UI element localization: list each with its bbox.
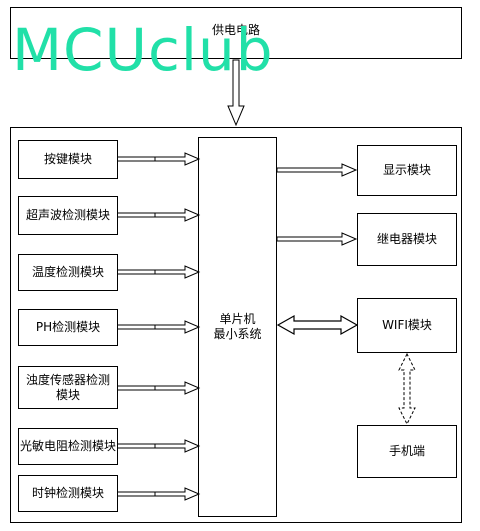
ph-arrow <box>154 320 200 334</box>
mcu-wifi-arrow <box>276 314 359 336</box>
photoresistor-arrow <box>154 439 200 453</box>
ultrasonic-module-box: 超声波检测模块 <box>18 196 118 235</box>
ultrasonic-module-label: 超声波检测模块 <box>25 208 110 222</box>
power-supply-box: 供电电路 <box>10 7 462 59</box>
wifi-module-label: WIFI模块 <box>382 318 432 332</box>
display-module-box: 显示模块 <box>357 145 457 196</box>
clock-module-box: 时钟检测模块 <box>18 475 118 512</box>
mcu-label-line1: 单片机 <box>219 312 256 326</box>
clock-module-label: 时钟检测模块 <box>31 486 104 500</box>
photoresistor-module-label: 光敏电阻检测模块 <box>19 439 116 453</box>
temperature-module-box: 温度检测模块 <box>18 254 118 291</box>
turbidity-module-box: 浊度传感器检测模块 <box>18 366 118 409</box>
key-arrow <box>154 152 200 166</box>
photoresistor-module-box: 光敏电阻检测模块 <box>18 428 118 465</box>
temperature-arrow <box>154 265 200 279</box>
display-arrow <box>276 163 358 177</box>
relay-module-label: 继电器模块 <box>376 232 437 246</box>
wifi-module-box: WIFI模块 <box>357 298 457 353</box>
clock-arrow <box>154 487 200 501</box>
power-down-arrow <box>227 59 245 127</box>
key-module-label: 按键模块 <box>43 152 92 166</box>
mcu-label-line2: 最小系统 <box>213 327 262 341</box>
power-supply-label: 供电电路 <box>211 22 260 37</box>
key-module-box: 按键模块 <box>18 140 118 179</box>
ph-module-label: PH检测模块 <box>35 320 101 334</box>
relay-arrow <box>276 232 358 246</box>
phone-box: 手机端 <box>357 425 457 478</box>
ultrasonic-arrow <box>154 208 200 222</box>
temperature-module-label: 温度检测模块 <box>31 265 104 279</box>
display-module-label: 显示模块 <box>382 163 431 177</box>
relay-module-box: 继电器模块 <box>357 213 457 266</box>
mcu-box: 单片机 最小系统 <box>198 137 277 517</box>
turbidity-module-label: 浊度传感器检测模块 <box>25 372 110 402</box>
wifi-phone-dashed-arrow <box>398 352 416 426</box>
phone-label: 手机端 <box>388 444 425 458</box>
turbidity-arrow <box>154 381 200 395</box>
ph-module-box: PH检测模块 <box>18 309 118 346</box>
